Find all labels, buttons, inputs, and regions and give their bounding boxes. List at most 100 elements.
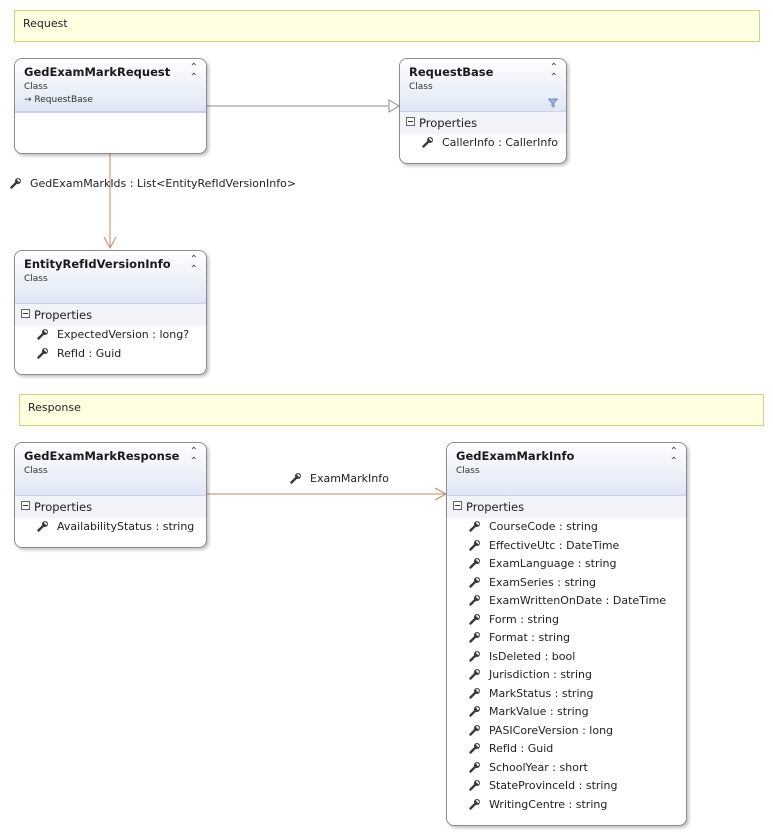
property-text: WritingCentre : string	[489, 797, 608, 811]
association-label-text: ExamMarkInfo	[310, 472, 389, 485]
wrench-icon	[469, 761, 481, 773]
wrench-icon	[469, 539, 481, 551]
class-kind: Class	[409, 82, 433, 92]
class-name: GedExamMarkInfo	[456, 449, 575, 463]
property-row[interactable]: StateProvinceId : string	[447, 777, 686, 796]
inheritance-arrowhead	[388, 99, 400, 113]
funnel-icon[interactable]	[548, 98, 558, 108]
chevron-double-up-icon[interactable]: ⌃⌃	[189, 62, 198, 83]
property-row[interactable]: WritingCentre : string	[447, 796, 686, 815]
wrench-icon	[469, 705, 481, 717]
section-label: Properties	[34, 500, 93, 514]
class-kind: Class	[456, 466, 480, 476]
property-text: AvailabilityStatus : string	[57, 520, 195, 533]
class-ged-exam-mark-info[interactable]: GedExamMarkInfo Class ⌃⌃ Properties Cour…	[446, 442, 687, 826]
properties-section-header[interactable]: Properties	[400, 112, 566, 134]
chevron-double-up-icon[interactable]: ⌃⌃	[189, 254, 198, 275]
class-header[interactable]: GedExamMarkInfo Class ⌃⌃	[447, 443, 686, 496]
property-text: CallerInfo : CallerInfo	[442, 136, 558, 149]
property-text: ExamWrittenOnDate : DateTime	[489, 594, 667, 607]
properties-section-header[interactable]: Properties	[447, 496, 686, 518]
wrench-icon	[469, 613, 481, 625]
property-row[interactable]: EffectiveUtc : DateTime	[447, 537, 686, 556]
property-row[interactable]: ExpectedVersion : long?	[15, 326, 206, 345]
class-ged-exam-mark-request[interactable]: GedExamMarkRequest Class → RequestBase ⌃…	[14, 58, 207, 154]
wrench-icon	[37, 347, 49, 359]
property-text: IsDeleted : bool	[489, 649, 576, 663]
property-row[interactable]: Format : string	[447, 629, 686, 648]
class-name: EntityRefIdVersionInfo	[24, 257, 171, 271]
property-text: EffectiveUtc : DateTime	[489, 538, 620, 552]
property-text: SchoolYear : short	[489, 760, 588, 774]
class-base-type: → RequestBase	[24, 95, 93, 105]
chevron-double-up-icon[interactable]: ⌃⌃	[669, 446, 678, 467]
wrench-icon	[469, 724, 481, 736]
class-header[interactable]: EntityRefIdVersionInfo Class ⌃⌃	[15, 251, 206, 304]
property-row[interactable]: PASICoreVersion : long	[447, 722, 686, 741]
wrench-icon	[469, 557, 481, 569]
request-note-text: Request	[23, 17, 68, 30]
collapse-box-icon[interactable]	[453, 501, 462, 510]
wrench-icon	[469, 631, 481, 643]
chevron-double-up-icon[interactable]: ⌃⌃	[549, 62, 558, 83]
property-text: PASICoreVersion : long	[489, 723, 614, 737]
association-label-exam-mark-info[interactable]: ExamMarkInfo	[290, 472, 389, 485]
class-request-base[interactable]: RequestBase Class ⌃⌃ Properties CallerIn…	[399, 58, 567, 164]
property-row[interactable]: CallerInfo : CallerInfo	[400, 134, 566, 153]
section-label: Properties	[34, 308, 93, 322]
property-row[interactable]: ExamSeries : string	[447, 574, 686, 593]
wrench-icon	[10, 177, 22, 189]
class-kind: Class	[24, 466, 48, 476]
collapse-box-icon[interactable]	[21, 309, 30, 318]
class-ged-exam-mark-response[interactable]: GedExamMarkResponse Class ⌃⌃ Properties …	[14, 442, 207, 548]
property-row[interactable]: RefId : Guid	[447, 740, 686, 759]
property-row[interactable]: AvailabilityStatus : string	[15, 518, 206, 537]
property-text: Jurisdiction : string	[489, 668, 592, 681]
class-name: RequestBase	[409, 65, 494, 79]
class-header[interactable]: GedExamMarkResponse Class ⌃⌃	[15, 443, 206, 496]
class-name: GedExamMarkRequest	[24, 65, 171, 79]
class-header[interactable]: RequestBase Class ⌃⌃	[400, 59, 566, 112]
property-row[interactable]: ExamLanguage : string	[447, 555, 686, 574]
property-text: ExamSeries : string	[489, 575, 597, 589]
wrench-icon	[469, 520, 481, 532]
property-row[interactable]: MarkValue : string	[447, 703, 686, 722]
class-header[interactable]: GedExamMarkRequest Class → RequestBase ⌃…	[15, 59, 206, 112]
wrench-icon	[469, 779, 481, 791]
class-body-empty	[15, 112, 206, 113]
response-note: Response	[19, 394, 764, 426]
property-row[interactable]: Jurisdiction : string	[447, 666, 686, 685]
properties-section-header[interactable]: Properties	[15, 496, 206, 518]
class-kind: Class	[24, 274, 48, 284]
wrench-icon	[469, 742, 481, 754]
chevron-double-up-icon[interactable]: ⌃⌃	[189, 446, 198, 467]
properties-section-header[interactable]: Properties	[15, 304, 206, 326]
property-text: Format : string	[489, 631, 571, 644]
association-arrowhead-ged-exam-mark-ids	[103, 236, 117, 250]
property-row[interactable]: SchoolYear : short	[447, 759, 686, 778]
section-label: Properties	[466, 500, 525, 514]
wrench-icon	[469, 687, 481, 699]
property-text: StateProvinceId : string	[489, 779, 618, 792]
collapse-box-icon[interactable]	[21, 501, 30, 510]
property-text: ExamLanguage : string	[489, 557, 617, 570]
property-text: MarkValue : string	[489, 705, 589, 718]
property-row[interactable]: IsDeleted : bool	[447, 648, 686, 667]
class-kind: Class	[24, 82, 48, 92]
wrench-icon	[469, 594, 481, 606]
property-row[interactable]: RefId : Guid	[15, 345, 206, 364]
property-row[interactable]: Form : string	[447, 611, 686, 630]
request-note: Request	[14, 10, 760, 42]
property-text: ExpectedVersion : long?	[57, 328, 190, 341]
collapse-box-icon[interactable]	[406, 117, 415, 126]
property-text: RefId : Guid	[57, 346, 122, 360]
wrench-icon	[422, 136, 434, 148]
wrench-icon	[469, 798, 481, 810]
property-row[interactable]: ExamWrittenOnDate : DateTime	[447, 592, 686, 611]
association-label-ged-exam-mark-ids[interactable]: GedExamMarkIds : List<EntityRefIdVersion…	[10, 177, 296, 190]
property-row[interactable]: CourseCode : string	[447, 518, 686, 537]
class-entity-ref-id-version-info[interactable]: EntityRefIdVersionInfo Class ⌃⌃ Properti…	[14, 250, 207, 375]
property-row[interactable]: MarkStatus : string	[447, 685, 686, 704]
